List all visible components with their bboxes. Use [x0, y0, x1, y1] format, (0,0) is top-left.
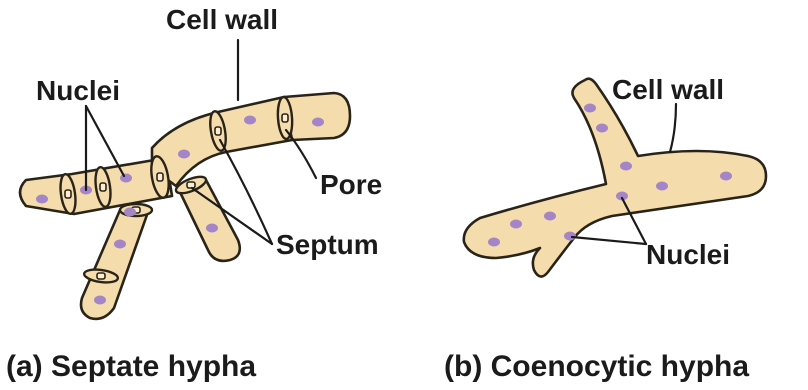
pore — [97, 273, 105, 279]
nucleus — [656, 182, 668, 191]
pore — [215, 127, 221, 135]
nucleus — [114, 240, 126, 249]
pore — [282, 114, 288, 122]
septate-caption: (a) Septate hypha — [6, 350, 256, 383]
nucleus — [206, 224, 218, 233]
cell-wall-label-b: Cell wall — [612, 74, 724, 105]
nucleus — [510, 220, 522, 229]
septate-hypha: Cell wall Nuclei Pore Septum (a) Septate… — [6, 4, 382, 383]
nucleus — [312, 118, 324, 127]
nuclei-label: Nuclei — [36, 75, 120, 106]
coenocytic-caption: (b) Coenocytic hypha — [444, 350, 749, 383]
pore — [157, 173, 163, 181]
nucleus — [178, 150, 190, 159]
cell-wall-label: Cell wall — [166, 4, 278, 35]
pore — [187, 182, 195, 188]
nucleus — [36, 195, 48, 204]
nucleus — [94, 296, 106, 305]
coenocytic-hypha: Cell wall Nuclei (b) Coenocytic hypha — [444, 74, 766, 383]
nucleus — [584, 104, 596, 113]
nucleus — [244, 116, 256, 125]
nuclei-leader-2 — [86, 106, 124, 176]
pore — [65, 190, 71, 198]
pore — [100, 183, 106, 191]
nucleus — [124, 208, 136, 217]
septum-label: Septum — [276, 229, 379, 260]
septate-lower-branch — [81, 210, 148, 319]
nucleus — [720, 172, 732, 181]
cell-wall-leader-b — [670, 104, 676, 152]
nuclei-label-b: Nuclei — [646, 239, 730, 270]
nuclei-leader-b2 — [572, 237, 646, 244]
nucleus — [544, 212, 556, 221]
nucleus — [596, 124, 608, 133]
nucleus — [488, 238, 500, 247]
nucleus — [120, 174, 132, 183]
nucleus — [564, 232, 576, 241]
pore-label: Pore — [320, 169, 382, 200]
septate-tip-segment — [284, 93, 350, 140]
nucleus — [620, 162, 632, 171]
